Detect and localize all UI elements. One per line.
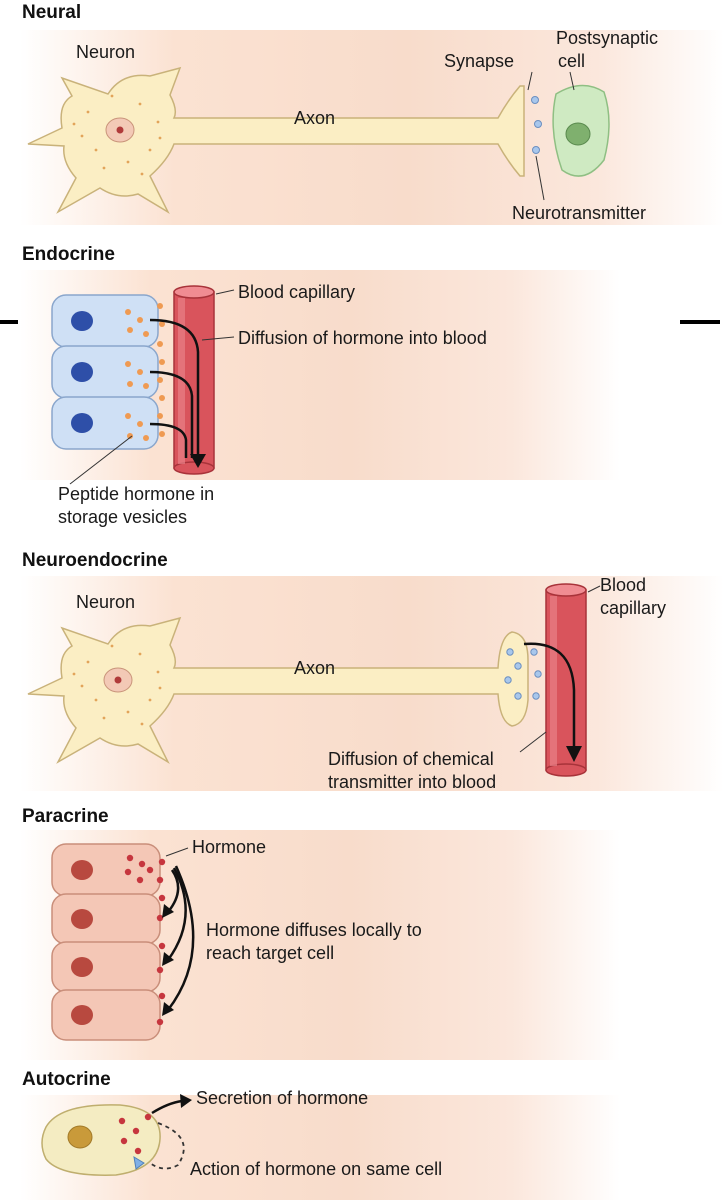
- paracrine-cells: [51, 843, 161, 1041]
- hormone-dots: [124, 854, 166, 1026]
- label-diffusion-line1: Diffusion of chemical: [328, 749, 494, 769]
- label-diffusion-hormone: Diffusion of hormone into blood: [238, 328, 487, 348]
- paracrine-nucleus: [71, 1005, 93, 1025]
- label-diffusion-line2: transmitter into blood: [328, 772, 497, 792]
- label-diffuses-line2: reach target cell: [206, 943, 335, 963]
- secreting-cell: [51, 843, 161, 897]
- receptor-marker: [133, 1156, 145, 1170]
- panel-paracrine: Paracrine Ho: [0, 800, 724, 1065]
- panel-endocrine: Endocrine: [0, 240, 724, 540]
- neuron-body: [27, 66, 525, 214]
- diffusion-leader: [201, 336, 235, 341]
- postsynaptic-nucleus: [565, 122, 591, 146]
- neuron-cell: [27, 66, 525, 214]
- label-action: Action of hormone on same cell: [190, 1159, 443, 1179]
- label-hormone: Hormone: [192, 837, 267, 857]
- label-neurotransmitter: Neurotransmitter: [512, 203, 647, 223]
- neuron-nucleolus: [116, 126, 124, 134]
- panel-neuroendocrine: Neuroendocrine Neuro: [0, 540, 724, 800]
- diffusion-leader: [519, 731, 547, 753]
- label-axon: Axon: [294, 108, 336, 128]
- diffusion-arrow: [523, 642, 576, 750]
- hormone-dots: [118, 1113, 152, 1155]
- label-secretion: Secretion of hormone: [196, 1088, 369, 1108]
- label-neuron: Neuron: [76, 42, 136, 62]
- paracrine-nucleus: [71, 957, 93, 977]
- autocrine-illustration: [41, 1094, 192, 1176]
- paracrine-nucleus: [71, 909, 93, 929]
- arrow-head: [190, 454, 206, 468]
- panel-heading: Endocrine: [22, 244, 115, 265]
- endocrine-nucleus: [71, 362, 93, 382]
- panel-neural: Neural Neuron Axon Synapse Postsynaptic …: [0, 0, 724, 240]
- blood-capillary: [545, 583, 587, 777]
- label-blood-capillary: Blood capillary: [238, 282, 356, 302]
- neurotransmitter-leader: [535, 155, 545, 201]
- neuron-cell: [27, 616, 529, 764]
- postsynaptic-leader: [569, 71, 575, 91]
- target-cell: [51, 941, 161, 993]
- label-neuron: Neuron: [76, 592, 136, 612]
- autocrine-nucleus: [67, 1125, 93, 1149]
- secretion-arrow: [151, 1099, 183, 1115]
- neuron-granules: [72, 644, 162, 726]
- panel-autocrine: Autocrine Secretion of hormone Action of…: [0, 1065, 724, 1200]
- neuron-body: [27, 616, 529, 764]
- arrow-head: [566, 746, 582, 762]
- label-hormone-diffuses: Hormone diffuses locally to reach target…: [206, 919, 422, 965]
- panel-heading: Autocrine: [22, 1069, 111, 1090]
- neuron-granules: [72, 94, 162, 176]
- hormone-leader: [165, 847, 189, 857]
- transmitter-vesicles: [504, 648, 542, 700]
- endocrine-cells: [51, 294, 159, 450]
- label-postsynaptic-line1: Postsynaptic: [556, 28, 659, 48]
- panel-heading: Neural: [22, 2, 82, 23]
- paracrine-nucleus: [71, 860, 93, 880]
- label-axon: Axon: [294, 658, 336, 678]
- neuroendocrine-illustration: [27, 583, 601, 777]
- secretion-arrow-head: [180, 1094, 192, 1108]
- blood-capillary: [173, 285, 215, 475]
- label-peptide-line1: Peptide hormone in: [58, 484, 215, 504]
- panel-heading: Paracrine: [22, 806, 109, 827]
- diffusion-arrows: [149, 318, 200, 458]
- panel-heading: Neuroendocrine: [22, 550, 168, 571]
- label-blood-capillary: Blood capillary: [600, 574, 666, 620]
- label-postsynaptic-line2: cell: [558, 51, 586, 71]
- label-diffusion-transmitter: Diffusion of chemical transmitter into b…: [328, 748, 496, 794]
- autocrine-cell: [41, 1104, 161, 1176]
- endocrine-illustration: [51, 285, 235, 485]
- endocrine-nucleus: [71, 413, 93, 433]
- peptide-leader: [69, 435, 133, 485]
- endocrine-nucleus: [71, 311, 93, 331]
- label-diffuses-line1: Hormone diffuses locally to: [206, 920, 422, 940]
- neuron-nucleolus: [114, 676, 122, 684]
- label-peptide-line2: storage vesicles: [58, 507, 188, 527]
- autocrine-action-arrow: [149, 1122, 185, 1170]
- target-cell: [51, 989, 161, 1041]
- target-cell: [51, 893, 161, 945]
- capillary-leader: [587, 585, 601, 593]
- label-capillary-line1: Blood: [600, 575, 647, 595]
- label-peptide-hormone: Peptide hormone in storage vesicles: [58, 483, 214, 529]
- paracrine-arrows: [166, 865, 195, 1011]
- hormone-vesicles: [125, 303, 165, 441]
- label-synapse: Synapse: [444, 51, 515, 71]
- label-postsynaptic: Postsynaptic cell: [556, 27, 658, 73]
- arrow-heads: [162, 904, 174, 1016]
- paracrine-illustration: [51, 843, 195, 1041]
- label-capillary-line2: capillary: [600, 598, 667, 618]
- page-marker-right: [680, 320, 720, 324]
- neural-illustration: [27, 66, 610, 214]
- page-marker-left: [0, 320, 18, 324]
- neurotransmitter-vesicles: [531, 96, 542, 154]
- capillary-leader: [215, 289, 235, 295]
- synapse-leader: [527, 71, 533, 91]
